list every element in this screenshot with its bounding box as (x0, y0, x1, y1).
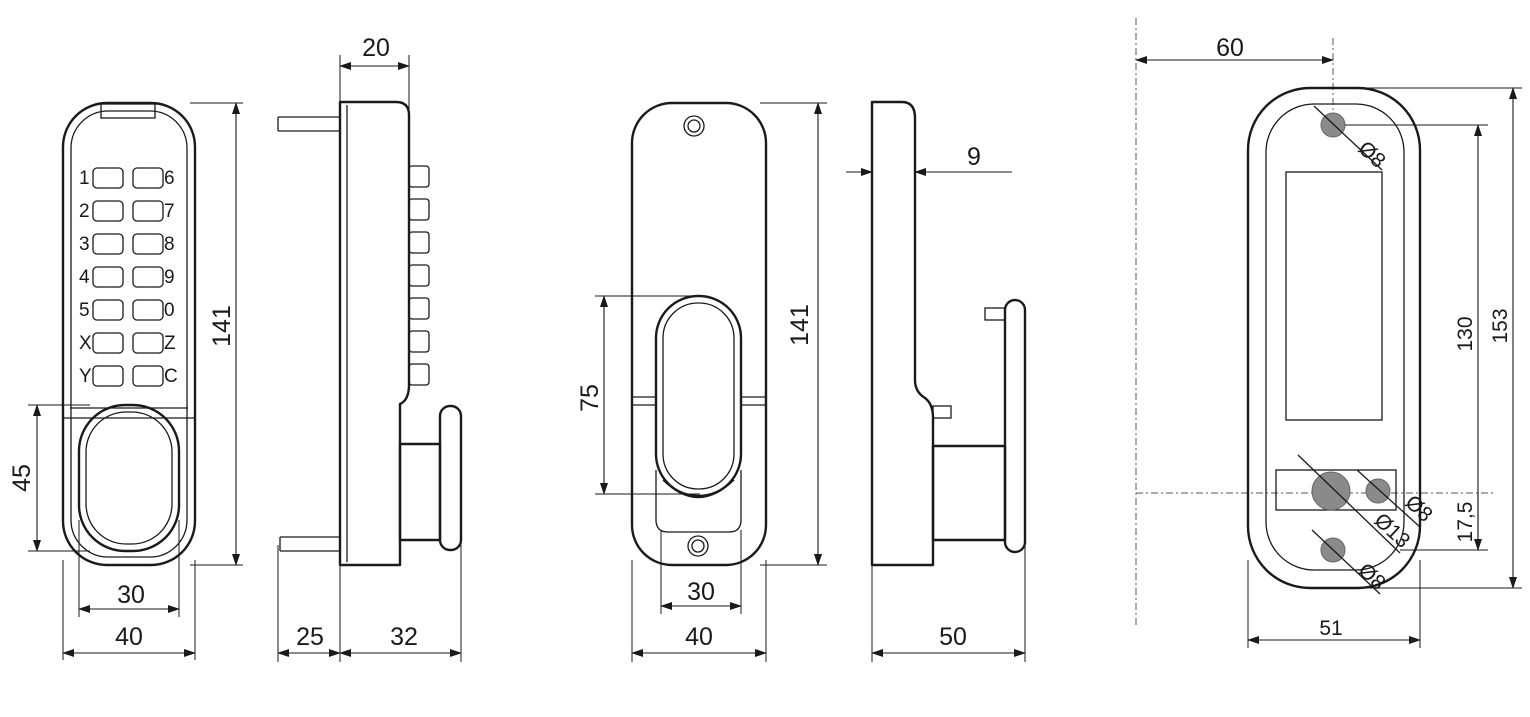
key-label-4: 4 (79, 267, 90, 288)
back-spindle-slot (654, 294, 743, 498)
side-key-button (408, 198, 430, 221)
drilling-template-view: Ø8 Ø13 Ø8 Ø8 60 130 153 17,5 51 (1135, 18, 1522, 648)
front-body-inner (70, 110, 188, 558)
front-handle-knob (77, 403, 181, 553)
profile-knob-shaft (931, 444, 1007, 542)
template-width-label: 51 (1319, 617, 1342, 640)
template-hole-side (1365, 478, 1391, 504)
template-total-height-label: 153 (1489, 308, 1512, 343)
key-button-z[interactable] (132, 332, 164, 354)
key-label-7: 7 (164, 201, 175, 222)
side-body-outline (338, 100, 411, 567)
front-body-outline (61, 101, 197, 567)
back-width-label: 40 (685, 623, 713, 651)
template-offset-label: 60 (1216, 34, 1244, 62)
profile-knob-plate (1003, 298, 1027, 554)
side-bottom-pin (279, 536, 340, 552)
side-knob-shaft (398, 442, 442, 542)
key-button-0[interactable] (132, 299, 164, 321)
template-hole-side-label: Ø8 (1401, 491, 1437, 527)
template-lower-window (1275, 469, 1397, 511)
key-label-z: Z (164, 333, 176, 354)
leader-side-hole (1356, 469, 1421, 528)
key-button-9[interactable] (132, 266, 164, 288)
key-button-3[interactable] (92, 233, 124, 255)
key-button-y[interactable] (92, 365, 124, 387)
profile-latch-tab (932, 405, 952, 419)
back-view: 141 75 30 40 (576, 101, 827, 662)
side-knob-cap (438, 404, 463, 552)
side-key-button (408, 297, 430, 320)
key-label-3: 3 (79, 234, 90, 255)
back-height-label: 141 (786, 304, 814, 346)
template-spacing-label: 130 (1454, 316, 1477, 351)
front-top-tab (100, 103, 156, 119)
side-button-stack (408, 165, 430, 386)
key-label-1: 1 (79, 168, 90, 189)
leader-center-hole (1297, 454, 1401, 554)
key-button-1[interactable] (92, 167, 124, 189)
template-hole-bottom-label: Ø8 (1354, 559, 1390, 595)
side-spindle-label: 25 (296, 623, 324, 651)
back-body-outline (630, 101, 768, 567)
key-button-c[interactable] (132, 365, 164, 387)
template-inner-outline (1265, 103, 1405, 571)
key-button-7[interactable] (132, 200, 164, 222)
back-bottom-screw-hole-inner (691, 539, 705, 553)
side-top-pin (277, 116, 340, 132)
key-button-x[interactable] (92, 332, 124, 354)
profile-thickness-label: 9 (967, 143, 981, 171)
key-label-6: 6 (164, 168, 175, 189)
side-key-button (408, 165, 430, 188)
front-handle-width-label: 30 (117, 581, 145, 609)
leader-top-hole (1313, 105, 1383, 171)
back-cam-curve (662, 479, 735, 499)
key-label-c: C (164, 366, 178, 387)
template-hole-center (1311, 471, 1351, 511)
key-label-y: Y (79, 366, 92, 387)
keypad-right-column: 6 7 8 9 0ZC (132, 167, 178, 387)
back-top-screw-hole-inner (687, 119, 701, 133)
key-button-4[interactable] (92, 266, 124, 288)
front-handle-height-label: 45 (8, 464, 36, 492)
key-label-0: 0 (164, 300, 175, 321)
side-top-depth-label: 20 (362, 34, 390, 62)
template-bottom-offset-label: 17,5 (1454, 502, 1477, 543)
front-width-label: 40 (115, 623, 143, 651)
back-spindle-slot-inner (662, 302, 735, 490)
profile-depth-label: 50 (939, 623, 967, 651)
leader-bottom-hole (1311, 529, 1381, 595)
keypad-left-column: 1 2 3 4 5XY (79, 167, 124, 387)
key-label-8: 8 (164, 234, 175, 255)
key-button-8[interactable] (132, 233, 164, 255)
template-outline (1246, 86, 1422, 590)
front-handle-knob-inner (85, 411, 173, 545)
back-slot-height-label: 75 (576, 384, 604, 412)
key-label-x: X (79, 333, 92, 354)
side-key-button (408, 330, 430, 353)
side-view: 20 25 32 (277, 34, 463, 662)
key-button-6[interactable] (132, 167, 164, 189)
key-button-5[interactable] (92, 299, 124, 321)
key-label-2: 2 (79, 201, 90, 222)
side-key-button (408, 264, 430, 287)
front-height-label: 141 (208, 305, 236, 347)
profile-view: 9 50 (846, 100, 1027, 662)
profile-plate-pin (984, 307, 1006, 321)
side-key-button (408, 363, 430, 386)
back-slot-width-label: 30 (687, 578, 715, 606)
back-cam-plate (655, 470, 742, 533)
template-window (1285, 171, 1383, 421)
side-depth-label: 32 (390, 623, 418, 651)
back-bottom-screw-hole (687, 535, 709, 557)
key-button-2[interactable] (92, 200, 124, 222)
side-key-button (408, 231, 430, 254)
back-top-screw-hole (683, 115, 705, 137)
key-label-9: 9 (164, 267, 175, 288)
template-hole-top-label: Ø8 (1354, 137, 1390, 173)
key-label-5: 5 (79, 300, 90, 321)
